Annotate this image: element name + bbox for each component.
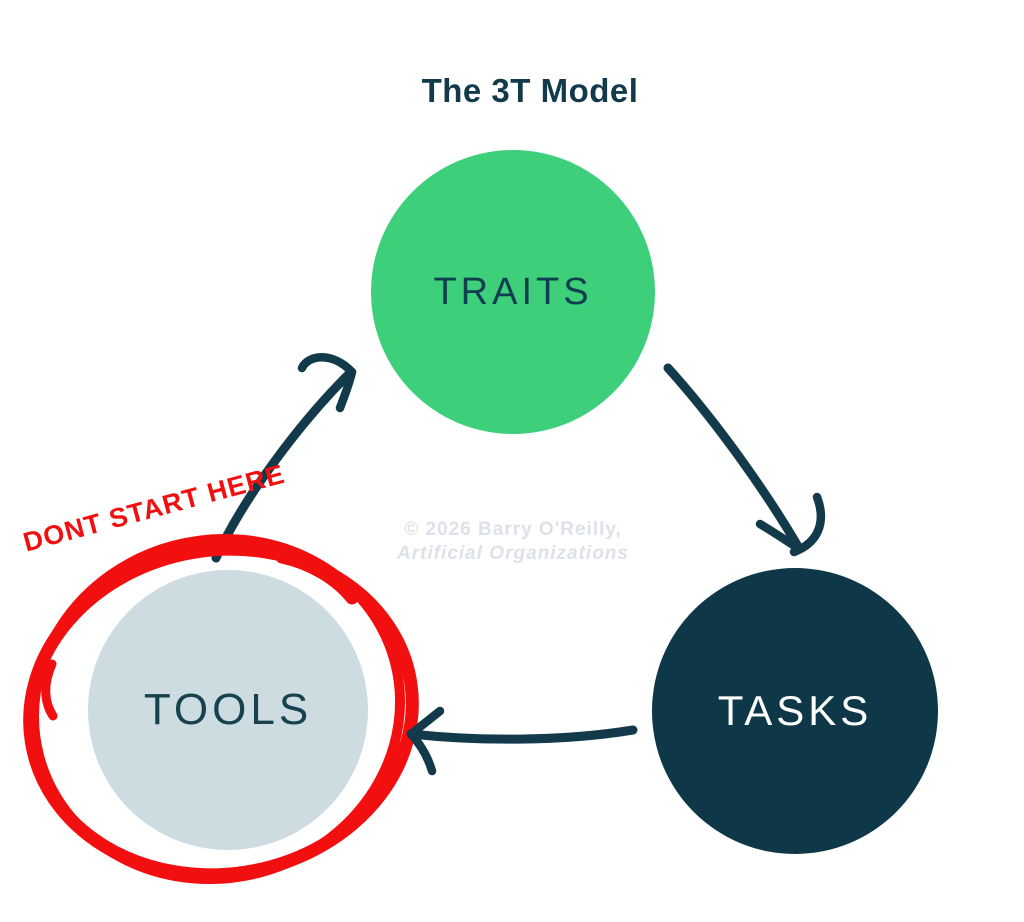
- watermark: © 2026 Barry O'Reilly, Artificial Organi…: [0, 518, 1024, 566]
- node-tools-label: TOOLS: [143, 685, 313, 734]
- node-tasks-label: TASKS: [717, 687, 873, 734]
- watermark-line2: Artificial Organizations: [397, 543, 629, 564]
- node-tasks: TASKS: [652, 568, 938, 854]
- page-title: The 3T Model: [421, 72, 639, 109]
- node-tools: TOOLS: [88, 570, 368, 850]
- arrow-traits-to-tasks-icon: [663, 363, 826, 557]
- arrow-tasks-to-tools-icon: [406, 706, 638, 776]
- node-traits: TRAITS: [371, 150, 655, 434]
- node-traits-label: TRAITS: [433, 270, 593, 313]
- watermark-line1: © 2026 Barry O'Reilly,: [404, 519, 622, 540]
- red-scribble-circle-icon: [23, 533, 419, 885]
